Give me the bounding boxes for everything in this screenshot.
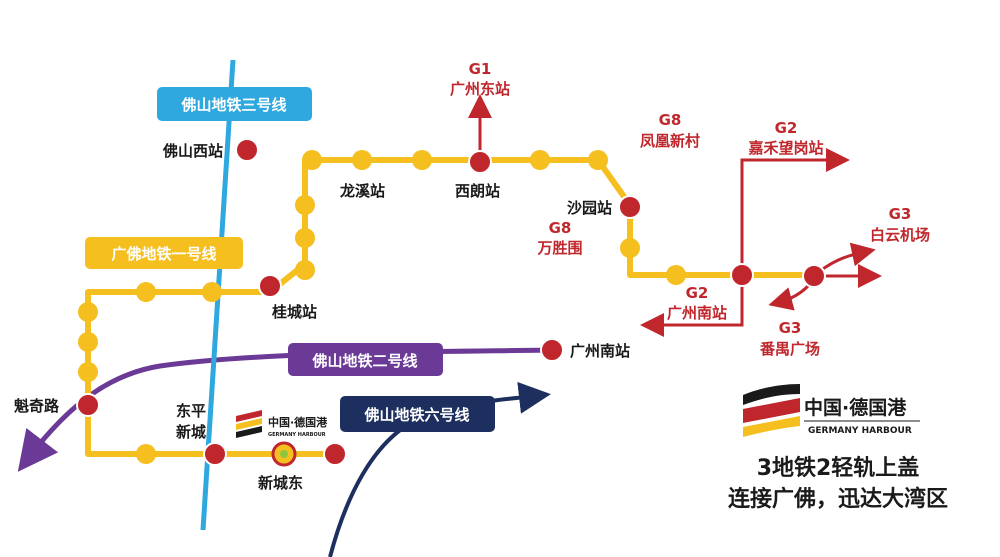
station-label-dongping-1: 东平 (176, 402, 206, 420)
g8b-name: 万胜围 (536, 239, 582, 257)
shayuan-interchange[interactable] (618, 195, 642, 219)
brand-mark-large-icon (743, 384, 800, 437)
guangzhou-south-tram-interchange[interactable] (730, 263, 754, 287)
station-dot[interactable] (295, 195, 315, 215)
station-dot[interactable] (666, 265, 686, 285)
station-label-xinchengdong: 新城东 (258, 474, 303, 492)
station-dot[interactable] (202, 282, 222, 302)
g3b-code: G3 (779, 319, 802, 337)
station-dot[interactable] (302, 150, 322, 170)
brand-name-large: 中国·德国港 (804, 396, 907, 419)
interchange-dots (76, 138, 826, 466)
g2b-name: 广州南站 (667, 304, 727, 322)
station-label-xilang: 西朗站 (455, 182, 500, 200)
g2b-code: G2 (686, 284, 709, 302)
station-label-foshan-west: 佛山西站 (162, 142, 223, 160)
panyu-interchange[interactable] (802, 264, 826, 288)
station-dot[interactable] (588, 150, 608, 170)
end-interchange[interactable] (323, 442, 347, 466)
foshan-line-3-label: 佛山地铁三号线 (180, 96, 286, 114)
g8a-code: G8 (659, 111, 682, 129)
xinchengdong-station[interactable] (271, 441, 297, 467)
kuiqi-interchange[interactable] (76, 393, 100, 417)
foshan-line-3-tag: 佛山地铁三号线 (157, 87, 312, 121)
station-dot[interactable] (136, 282, 156, 302)
guangzhou-south-interchange[interactable] (540, 338, 564, 362)
brand-logo-small: 中国·德国港 GERMANY HARBOUR (236, 410, 328, 438)
station-dot[interactable] (412, 150, 432, 170)
guangfo-line-1-label: 广佛地铁一号线 (111, 245, 216, 263)
brand-name-small: 中国·德国港 (268, 415, 328, 429)
foshan-line-6-label: 佛山地铁六号线 (363, 406, 469, 424)
station-dot[interactable] (136, 444, 156, 464)
guangfo-line-1-tag: 广佛地铁一号线 (85, 237, 243, 269)
foshan-west-interchange[interactable] (235, 138, 259, 162)
brand-sub-small: GERMANY HARBOUR (268, 432, 326, 438)
dongping-interchange[interactable] (203, 442, 227, 466)
g2a-code: G2 (775, 119, 798, 137)
foshan-line-2-label: 佛山地铁二号线 (311, 352, 417, 370)
station-dot[interactable] (78, 332, 98, 352)
station-dot[interactable] (352, 150, 372, 170)
station-label-guicheng: 桂城站 (271, 303, 317, 321)
g3a-name: 白云机场 (870, 226, 930, 244)
g3b-name: 番禺广场 (759, 340, 820, 358)
g2-north-link-arrow (740, 148, 850, 320)
brand-sub-large: GERMANY HARBOUR (808, 426, 912, 436)
station-dot[interactable] (620, 238, 640, 258)
g2a-name: 嘉禾望岗站 (747, 139, 823, 157)
g1-name: 广州东站 (450, 80, 510, 98)
station-dot[interactable] (78, 362, 98, 382)
station-dot[interactable] (295, 260, 315, 280)
xilang-interchange[interactable] (468, 150, 492, 174)
slogan-line-1: 3地铁2轻轨上盖 (757, 455, 920, 481)
station-label-guangzhou-south: 广州南站 (570, 342, 630, 360)
foshan-line-6-tag: 佛山地铁六号线 (340, 396, 495, 432)
station-dot[interactable] (295, 228, 315, 248)
station-label-shayuan: 沙园站 (567, 199, 612, 217)
station-dots (78, 150, 686, 464)
g8a-name: 凤凰新村 (640, 132, 700, 150)
brand-mark-small-icon (236, 410, 262, 438)
station-label-longxi: 龙溪站 (339, 182, 385, 200)
foshan-line-2-tag: 佛山地铁二号线 (288, 343, 443, 376)
station-label-kuiqi: 魁奇路 (14, 397, 60, 415)
brand-logo-large: 中国·德国港 GERMANY HARBOUR (743, 384, 920, 437)
guicheng-interchange[interactable] (258, 274, 282, 298)
station-dot[interactable] (530, 150, 550, 170)
station-dot[interactable] (78, 302, 98, 322)
g3a-code: G3 (889, 205, 912, 223)
g8b-code: G8 (549, 219, 572, 237)
station-label-dongping-2: 新城 (176, 423, 206, 441)
g1-code: G1 (469, 60, 492, 78)
g2-west-link-arrow (640, 275, 744, 337)
slogan-line-2: 连接广佛，迅达大湾区 (728, 486, 948, 512)
